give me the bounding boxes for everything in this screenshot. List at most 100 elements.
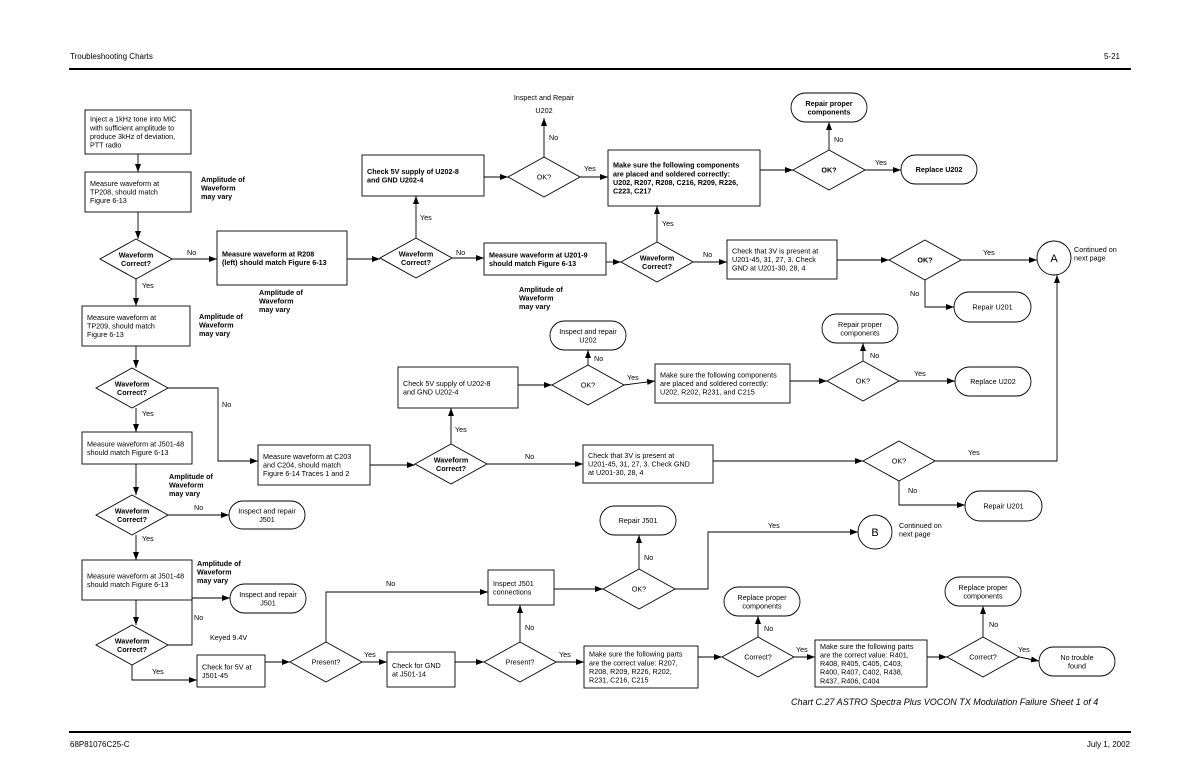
process-text: Inspect J501 [493, 579, 534, 588]
edge-label-yes: Yes [142, 534, 154, 543]
decision-text: Correct? [744, 653, 772, 662]
amplitude-note: Amplitude of [199, 312, 244, 321]
flow-node-decision: OK? [507, 156, 581, 198]
process-text: R231, C216, C215 [589, 676, 649, 685]
process-text: PTT radio [90, 141, 121, 150]
edge-label-yes: Yes [662, 219, 674, 228]
process-text: are the correct value: R401, [820, 651, 909, 660]
terminal-text: components [742, 601, 782, 610]
terminal-box [954, 366, 1032, 397]
decision-text: Correct? [401, 258, 431, 267]
process-text: Check for GND [392, 661, 441, 670]
continued-note: next page [1074, 254, 1106, 263]
decision-text: OK? [581, 381, 595, 390]
terminal-text: Replace U202 [916, 165, 963, 174]
decision-diamond [414, 443, 488, 485]
edge-label-no: No [870, 351, 879, 360]
edge-label-yes: Yes [364, 650, 376, 659]
process-text: and C204, should match [263, 461, 341, 470]
edge-label-yes: Yes [983, 248, 995, 257]
decision-diamond [862, 440, 936, 482]
action-label: U202 [535, 106, 552, 115]
continued-note: next page [899, 530, 931, 539]
process-text: connections [493, 587, 532, 596]
process-box [386, 651, 456, 688]
flow-arrow [623, 379, 656, 386]
terminal-text: Inspect and repair [239, 590, 297, 599]
edge-label-no: No [644, 553, 653, 562]
edge-label-yes: Yes [796, 645, 808, 654]
terminal-box [953, 291, 1032, 323]
process-text: and GND U202-4 [403, 387, 459, 396]
edge-label-no: No [910, 289, 919, 298]
flow-node-terminal: Replace U202 [900, 154, 978, 185]
amplitude-note: Amplitude of [201, 175, 246, 184]
decision-diamond [888, 239, 962, 281]
header-rule [69, 68, 1131, 70]
amplitude-note: Amplitude of [169, 472, 214, 481]
decision-diamond [483, 641, 557, 683]
decision-text: Waveform [434, 455, 468, 464]
terminal-box [549, 320, 627, 351]
terminal-box [1038, 646, 1116, 677]
decision-text: Correct? [436, 464, 466, 473]
process-box [397, 366, 519, 409]
edge-label-yes: Yes [142, 281, 154, 290]
flow-node-terminal: Repair J501 [599, 505, 677, 536]
process-text: Check for 5V at [202, 662, 252, 671]
flow-arrow [924, 280, 954, 310]
edge-label-no: No [187, 248, 196, 257]
amplitude-note: Waveform [201, 184, 235, 193]
process-text: R437, R406, C404 [820, 676, 880, 685]
process-text: Measure waveform at R208 [222, 249, 314, 258]
decision-text: Correct? [117, 515, 147, 524]
terminal-text: Replace proper [958, 583, 1008, 592]
process-box [81, 559, 193, 601]
decision-text: OK? [632, 585, 646, 594]
decision-diamond [602, 568, 676, 610]
edge-label-yes: Yes [1018, 645, 1030, 654]
process-box [582, 444, 714, 484]
terminal-box [821, 313, 899, 344]
terminal-text: components [963, 591, 1003, 600]
amplitude-note: may vary [197, 576, 228, 585]
edge-label-no: No [525, 452, 534, 461]
edge-label-yes: Yes [968, 448, 980, 457]
process-text: Measure waveform at U201-9 [489, 250, 588, 259]
process-text: are placed and soldered correctly: [660, 379, 768, 388]
process-text: Figure 6-14 Traces 1 and 2 [263, 469, 349, 478]
process-text: are placed and soldered correctly: [613, 169, 730, 178]
amplitude-note: may vary [169, 489, 200, 498]
terminal-text: components [808, 107, 851, 116]
doc-number: 68P81076C25-C [70, 740, 130, 749]
process-text: Make sure the following components [613, 161, 739, 170]
decision-diamond [95, 624, 169, 666]
process-box [84, 171, 192, 213]
process-text: TP209, should match [87, 322, 155, 331]
process-text: U201-45, 31, 27, 3. Check [732, 255, 816, 264]
edge-label-no: No [386, 579, 395, 588]
terminal-box [944, 576, 1022, 607]
process-box [81, 431, 193, 465]
edge-label-no: No [594, 354, 603, 363]
process-box [81, 305, 191, 347]
offpage-connector [1036, 240, 1072, 276]
decision-text: Present? [312, 658, 341, 667]
process-text: Check 5V supply of U202-8 [367, 167, 459, 176]
process-text: with sufficient amplitude to [89, 123, 174, 132]
process-text: should match Figure 6-13 [489, 259, 576, 268]
decision-text: Waveform [399, 249, 433, 258]
edge-label-no: No [834, 135, 843, 144]
